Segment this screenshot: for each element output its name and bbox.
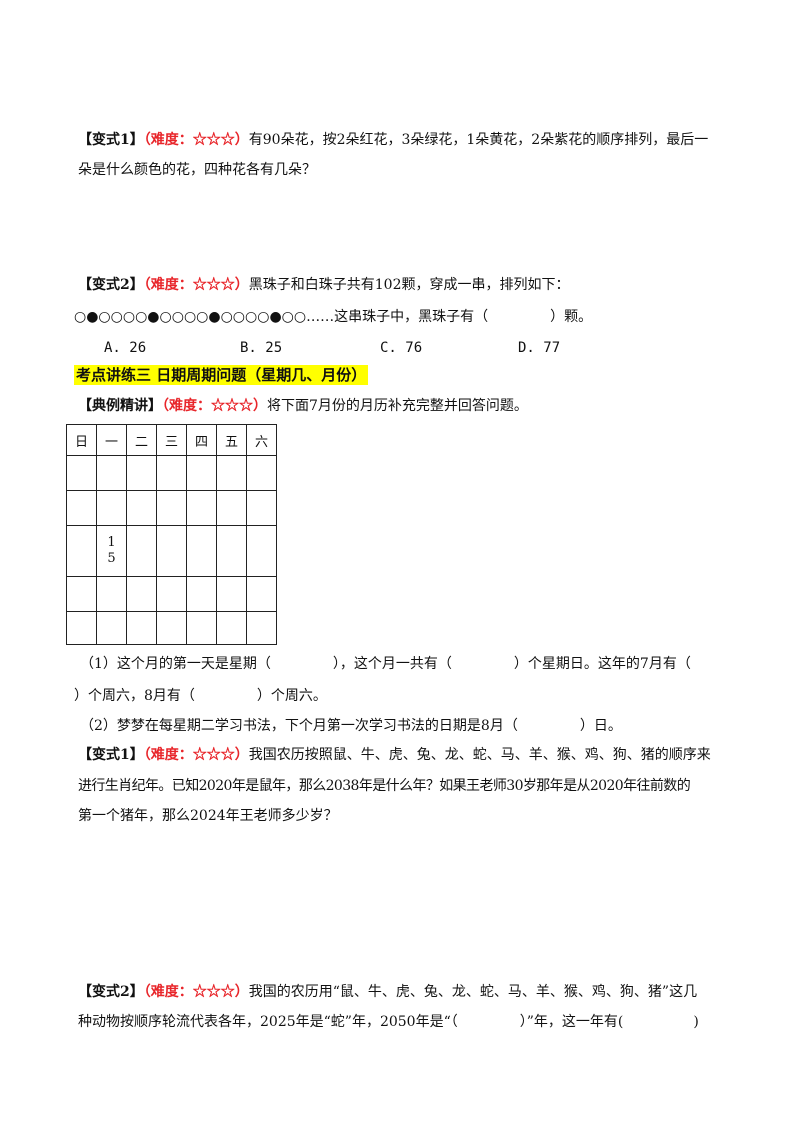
july-calendar: 日 一 二 三 四 五 六 1 5: [66, 424, 277, 645]
variant-tag: 【变式1】: [78, 132, 144, 148]
calendar-header-row: 日 一 二 三 四 五 六: [66, 424, 277, 456]
question-1-line2: ）个周六，8月有（ ）个周六。: [74, 686, 327, 706]
variant2-beads-line1: 【变式2】（难度：☆☆☆）黑珠子和白珠子共有102颗，穿成一串，排列如下：: [78, 275, 569, 295]
calendar-cell[interactable]: [126, 576, 157, 612]
bead-sequence: ○●○○○○●○○○○●○○○○●○○……: [74, 309, 335, 325]
calendar-cell[interactable]: [126, 525, 157, 577]
weekday-fri: 五: [216, 424, 247, 456]
option-d[interactable]: D. 77: [518, 340, 561, 356]
question-text: ）个周六。: [256, 688, 327, 704]
problem-text: 黑珠子和白珠子共有102颗，穿成一串，排列如下：: [248, 277, 570, 293]
calendar-cell[interactable]: [156, 455, 187, 491]
problem-text: ): [693, 1014, 699, 1030]
problem-text: 有90朵花，按2朵红花，3朵绿花，1朵黄花，2朵紫花的顺序排列，最后一: [248, 132, 709, 148]
variant2-beads-line2: ○●○○○○●○○○○●○○○○●○○……这串珠子中，黑珠子有（ ）颗。: [74, 307, 592, 327]
calendar-cell[interactable]: [186, 611, 217, 645]
weekday-sun: 日: [66, 424, 97, 456]
calendar-cell[interactable]: [66, 490, 97, 526]
problem-text: ）”年，这一年有(: [519, 1014, 624, 1030]
example-line: 【典例精讲】（难度：☆☆☆）将下面7月份的月历补充完整并回答问题。: [78, 396, 528, 416]
calendar-cell[interactable]: [246, 455, 277, 491]
calendar-week-row: 1 5: [66, 525, 277, 577]
question-1-line1: （1）这个月的第一天是星期（ ），这个月一共有（ ）个星期日。这年的7月有（: [80, 654, 691, 674]
variant1-zodiac-line2: 进行生肖纪年。已知2020年是鼠年，那么2038年是什么年？如果王老师30岁那年…: [78, 778, 691, 794]
calendar-cell[interactable]: [216, 576, 247, 612]
weekday-mon: 一: [96, 424, 127, 456]
calendar-cell[interactable]: [66, 611, 97, 645]
variant1-flowers-line1: 【变式1】（难度：☆☆☆）有90朵花，按2朵红花，3朵绿花，1朵黄花，2朵紫花的…: [78, 130, 708, 150]
calendar-cell[interactable]: [156, 490, 187, 526]
option-b[interactable]: B. 25: [240, 340, 283, 356]
weekday-sat: 六: [246, 424, 277, 456]
question-text: （1）这个月的第一天是星期（: [80, 656, 271, 672]
option-a[interactable]: A. 26: [104, 340, 147, 356]
calendar-cell[interactable]: [246, 525, 277, 577]
variant-tag: 【变式2】: [78, 984, 144, 1000]
calendar-cell[interactable]: [186, 525, 217, 577]
problem-text: 我国农历按照鼠、牛、虎、兔、龙、蛇、马、羊、猴、鸡、狗、猪的顺序来: [248, 747, 711, 763]
weekday-thu: 四: [186, 424, 217, 456]
question-text: （2）梦梦在每星期二学习书法，下个月第一次学习书法的日期是8月（: [80, 718, 518, 734]
calendar-cell[interactable]: [216, 490, 247, 526]
calendar-cell[interactable]: [66, 525, 97, 577]
calendar-cell[interactable]: [156, 611, 187, 645]
question-text: ）个周六，8月有（: [74, 688, 195, 704]
section-heading: 考点讲练三 日期周期问题（星期几、月份）: [74, 365, 369, 385]
example-tag: 【典例精讲】: [78, 398, 162, 414]
calendar-cell[interactable]: [246, 576, 277, 612]
variant1-zodiac-line3: 第一个猪年，那么2024年王老师多少岁？: [78, 808, 338, 824]
calendar-week-row: [66, 490, 277, 526]
variant1-zodiac-line1: 【变式1】（难度：☆☆☆）我国农历按照鼠、牛、虎、兔、龙、蛇、马、羊、猴、鸡、狗…: [78, 745, 711, 765]
difficulty-label: （难度：☆☆☆）: [143, 984, 249, 1000]
calendar-cell[interactable]: [246, 611, 277, 645]
calendar-cell[interactable]: [156, 576, 187, 612]
difficulty-label: （难度：☆☆☆）: [162, 398, 267, 414]
question-text: ）个星期日。这年的7月有（: [513, 656, 691, 672]
calendar-week-row: [66, 611, 277, 645]
calendar-cell[interactable]: [216, 455, 247, 491]
calendar-cell[interactable]: [96, 455, 127, 491]
calendar-week-row: [66, 455, 277, 491]
calendar-week-row: [66, 576, 277, 612]
problem-text: 这串珠子中，黑珠子有（: [334, 309, 489, 325]
cell-digit: 5: [107, 551, 116, 566]
cell-digit: 1: [107, 535, 116, 550]
calendar-cell[interactable]: [216, 525, 247, 577]
calendar-cell[interactable]: [126, 455, 157, 491]
example-text: 将下面7月份的月历补充完整并回答问题。: [267, 398, 528, 414]
calendar-cell[interactable]: [96, 490, 127, 526]
variant2-zodiac-line2: 种动物按顺序轮流代表各年，2025年是“蛇”年，2050年是“（ ）”年，这一年有…: [78, 1012, 699, 1032]
question-2-line: （2）梦梦在每星期二学习书法，下个月第一次学习书法的日期是8月（ ）日。: [80, 716, 622, 736]
calendar-cell[interactable]: [96, 576, 127, 612]
question-text: ），这个月一共有（: [332, 656, 452, 672]
calendar-cell[interactable]: [216, 611, 247, 645]
problem-text: ）颗。: [550, 309, 593, 325]
option-c[interactable]: C. 76: [380, 340, 423, 356]
calendar-cell[interactable]: [186, 490, 217, 526]
calendar-cell[interactable]: [96, 611, 127, 645]
difficulty-label: （难度：☆☆☆）: [143, 132, 249, 148]
question-text: ）日。: [579, 718, 622, 734]
calendar-cell[interactable]: [126, 611, 157, 645]
calendar-cell[interactable]: [246, 490, 277, 526]
calendar-cell[interactable]: [186, 455, 217, 491]
calendar-cell[interactable]: [66, 576, 97, 612]
problem-text: 我国的农历用“鼠、牛、虎、兔、龙、蛇、马、羊、猴、鸡、狗、猪”这几: [248, 984, 698, 1000]
calendar-cell[interactable]: [126, 490, 157, 526]
difficulty-label: （难度：☆☆☆）: [143, 747, 249, 763]
problem-text: 种动物按顺序轮流代表各年，2025年是“蛇”年，2050年是“（: [78, 1014, 458, 1030]
weekday-wed: 三: [156, 424, 187, 456]
variant-tag: 【变式2】: [78, 277, 144, 293]
weekday-tue: 二: [126, 424, 157, 456]
variant2-zodiac-line1: 【变式2】（难度：☆☆☆）我国的农历用“鼠、牛、虎、兔、龙、蛇、马、羊、猴、鸡、…: [78, 982, 697, 1002]
calendar-cell[interactable]: [66, 455, 97, 491]
calendar-cell-known: 1 5: [96, 525, 127, 577]
variant-tag: 【变式1】: [78, 747, 144, 763]
difficulty-label: （难度：☆☆☆）: [143, 277, 249, 293]
calendar-cell[interactable]: [156, 525, 187, 577]
calendar-cell[interactable]: [186, 576, 217, 612]
variant1-flowers-line2: 朵是什么颜色的花，四种花各有几朵？: [78, 162, 316, 178]
